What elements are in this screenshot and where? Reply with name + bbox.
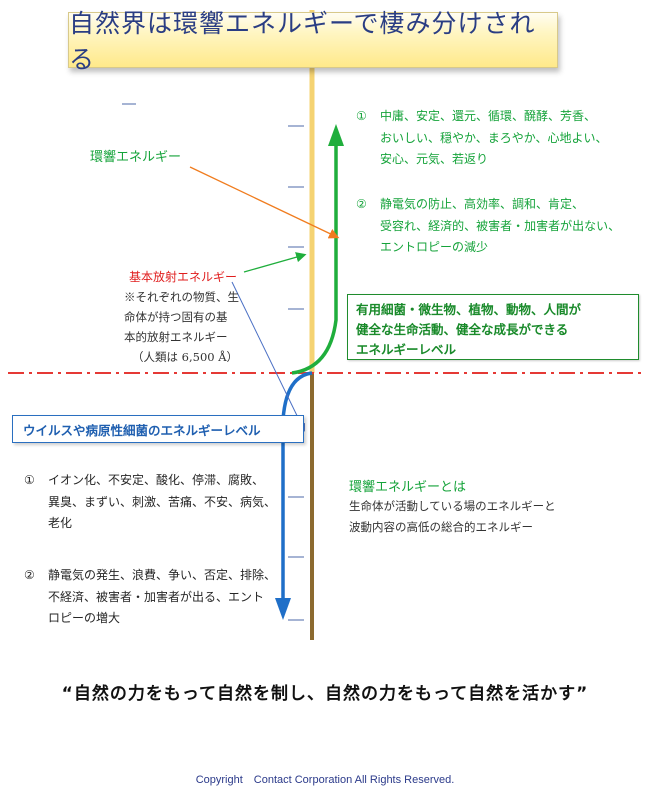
list-line: エントロピーの減少	[380, 240, 489, 254]
list-line: おいしい、穏やか、まろやか、心地よい、	[380, 130, 608, 145]
list-line: イオン化、不安定、酸化、停滞、腐敗、	[48, 473, 265, 487]
page-title: 自然界は環響エネルギーで棲み分けされる	[69, 9, 536, 74]
box-line: エネルギーレベル	[356, 342, 457, 357]
copyright-footer: Copyright Contact Corporation All Rights…	[195, 774, 455, 786]
box-label: ウイルスや病原性細菌のエネルギーレベル	[23, 422, 261, 438]
box-line: 健全な生命活動、健全な成長ができる	[356, 322, 569, 337]
blue-arrow-head	[275, 598, 291, 620]
upper-list-item-1: ① 中庸、安定、還元、循環、醗酵、芳香、 おいしい、穏やか、まろやか、心地よい、…	[356, 106, 646, 171]
item-number: ②	[356, 197, 367, 211]
list-line: 静電気の発生、浪費、争い、否定、排除、	[48, 568, 277, 582]
lower-list-item-1: ① イオン化、不安定、酸化、停滞、腐敗、 異臭、まずい、刺激、苦痛、不安、病気、…	[24, 470, 282, 535]
virus-energy-level-box: ウイルスや病原性細菌のエネルギーレベル	[12, 415, 304, 443]
list-line: 中庸、安定、還元、循環、醗酵、芳香、	[380, 109, 597, 123]
green-arrow-head	[328, 124, 344, 146]
quote-text: “自然の力をもって自然を制し、自然の力をもって自然を活かす”	[61, 684, 589, 704]
list-line: 静電気の防止、高効率、調和、肯定、	[380, 197, 585, 211]
healthy-energy-level-box: 有用細菌・微生物、植物、動物、人間が 健全な生命活動、健全な成長ができる エネル…	[347, 294, 639, 360]
lower-list-item-2: ② 静電気の発生、浪費、争い、否定、排除、 不経済、被害者・加害者が出る、エント…	[24, 565, 282, 630]
list-line: 安心、元気、若返り	[380, 152, 489, 166]
axis-ticks	[122, 103, 304, 621]
blue-downward-arrow	[281, 371, 313, 602]
definition-line: 波動内容の高低の総合的エネルギー	[349, 520, 533, 534]
list-line: 異臭、まずい、刺激、苦痛、不安、病気、	[48, 494, 277, 509]
title-banner: 自然界は環響エネルギーで棲み分けされる	[68, 9, 558, 74]
item-number: ①	[24, 473, 35, 487]
green-upward-arrow	[291, 140, 338, 375]
environment-energy-label: 環響エネルギー	[90, 150, 182, 165]
list-line: 老化	[48, 516, 73, 530]
box-line: 有用細菌・微生物、植物、動物、人間が	[356, 302, 582, 317]
blue-pointer-arrow	[231, 281, 305, 432]
list-line: 不経済、被害者・加害者が出る、エント	[48, 589, 265, 604]
definition-body: 生命体が活動している場のエネルギーと 波動内容の高低の総合的エネルギー	[349, 496, 639, 538]
note-line: 命体が持つ固有の基	[124, 310, 228, 324]
green-pointer-arrow	[243, 252, 307, 273]
basic-radiation-energy-label: 基本放射エネルギー	[129, 270, 238, 284]
list-line: ロピーの増大	[48, 611, 121, 625]
definition-line: 生命体が活動している場のエネルギーと	[349, 499, 556, 513]
note-line: ※それぞれの物質、生	[124, 290, 239, 304]
orange-pointer-arrow	[189, 166, 340, 239]
upper-list-item-2: ② 静電気の防止、高効率、調和、肯定、 受容れ、経済的、被害者・加害者が出ない、…	[356, 194, 646, 259]
note-line: （人類は 6,500 Å）	[132, 350, 239, 364]
note-line: 本的放射エネルギー	[124, 330, 228, 344]
item-number: ②	[24, 568, 35, 582]
list-line: 受容れ、経済的、被害者・加害者が出ない、	[380, 218, 621, 233]
item-number: ①	[356, 109, 367, 123]
basic-radiation-note: ※それぞれの物質、生 命体が持つ固有の基 本的放射エネルギー （人類は 6,50…	[124, 287, 252, 367]
definition-title: 環響エネルギーとは	[349, 480, 467, 495]
